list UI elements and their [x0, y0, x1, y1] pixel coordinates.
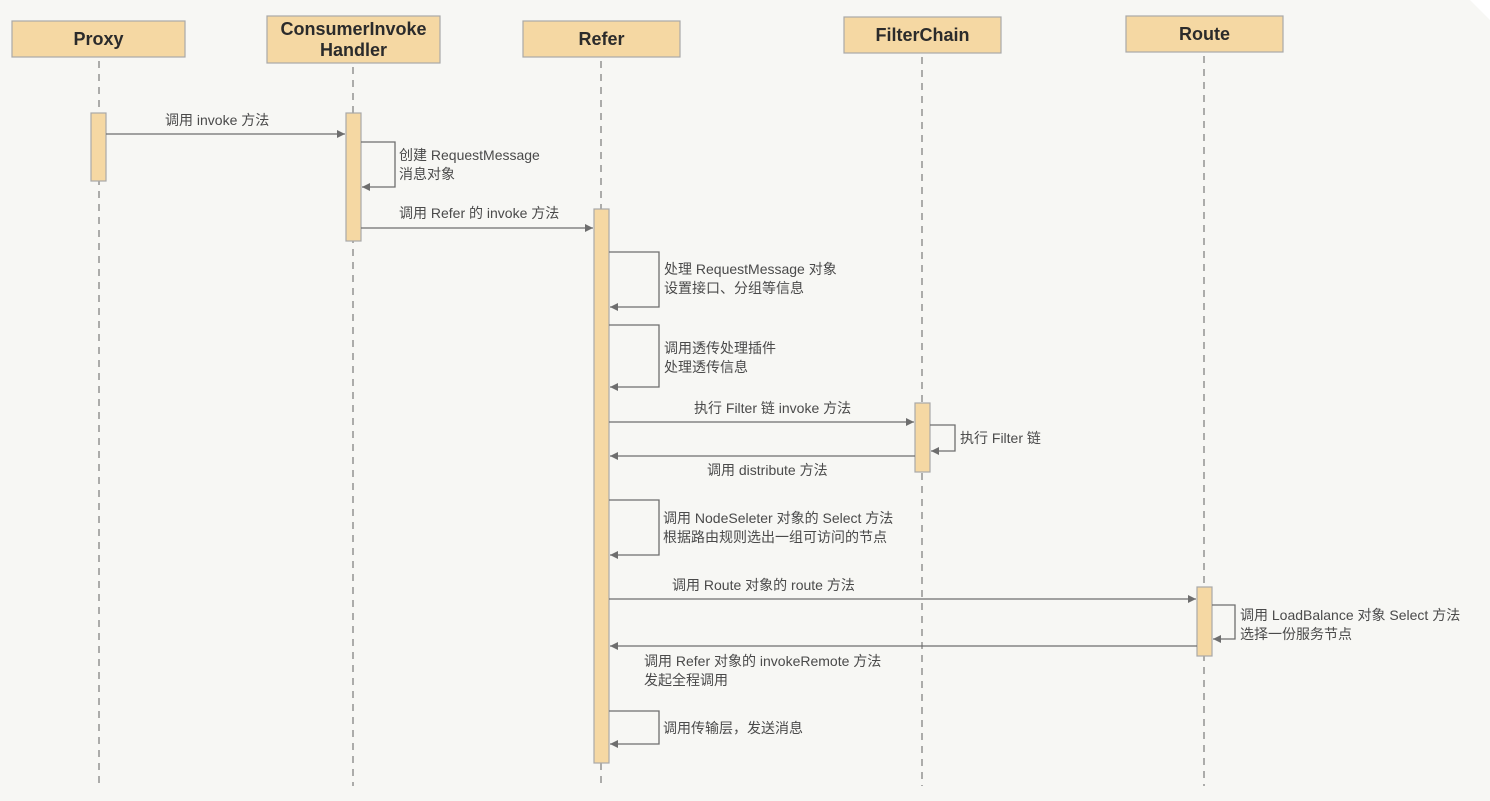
message-label: 设置接口、分组等信息	[664, 280, 804, 296]
participant-proxy: Proxy	[11, 20, 186, 58]
activation-bars	[90, 112, 1213, 764]
participant-label: ConsumerInvoke	[280, 19, 426, 39]
message-10-call: 调用 Route 对象的 route 方法	[609, 577, 1196, 603]
participant-box	[11, 20, 186, 58]
message-2-self: 创建 RequestMessage 消息对象	[361, 141, 540, 191]
self-call-arrow	[609, 710, 660, 748]
participant-box	[843, 16, 1002, 54]
participant-refer: Refer	[522, 20, 681, 58]
message-label: 调用 distribute 方法	[707, 462, 828, 478]
self-call-arrow	[609, 499, 660, 559]
message-13-self: 调用传输层，发送消息	[609, 710, 803, 748]
page-corner	[1470, 0, 1490, 20]
message-label: 执行 Filter 链 invoke 方法	[694, 400, 851, 416]
message-8-return: 调用 distribute 方法	[610, 452, 915, 478]
participant-box	[522, 20, 681, 58]
message-label: 调用 NodeSeleter 对象的 Select 方法	[663, 510, 893, 526]
message-6-call: 执行 Filter 链 invoke 方法	[609, 400, 914, 426]
activation-bar-filterchain	[914, 402, 931, 473]
message-3-call: 调用 Refer 的 invoke 方法	[361, 205, 593, 232]
message-label: 创建 RequestMessage	[399, 147, 540, 163]
activation-bar-refer	[593, 208, 610, 764]
message-label: 执行 Filter 链	[960, 430, 1041, 446]
participant-label: FilterChain	[875, 25, 969, 45]
message-label: 消息对象	[399, 166, 455, 182]
self-call-arrow	[930, 424, 956, 455]
activation-bar-handler	[345, 112, 362, 242]
message-7-self: 执行 Filter 链	[930, 424, 1041, 455]
participant-box	[266, 15, 441, 64]
participant-route: Route	[1125, 15, 1284, 53]
participant-label: Handler	[320, 40, 387, 60]
participant-filterchain: FilterChain	[843, 16, 1002, 54]
message-label: 调用传输层，发送消息	[663, 720, 803, 736]
message-label: 根据路由规则选出一组可访问的节点	[663, 529, 887, 545]
message-1-call: 调用 invoke 方法	[106, 112, 345, 138]
message-label: 调用 Refer 的 invoke 方法	[399, 205, 559, 221]
participant-label: Refer	[578, 29, 624, 49]
self-call-arrow	[609, 251, 660, 311]
message-9-self: 调用 NodeSeleter 对象的 Select 方法根据路由规则选出一组可访…	[609, 499, 893, 559]
participant-box	[1125, 15, 1284, 53]
message-label: 调用 LoadBalance 对象 Select 方法	[1240, 607, 1460, 623]
message-label: 调用 Route 对象的 route 方法	[672, 577, 855, 593]
self-call-arrow	[361, 141, 396, 191]
participant-label: Proxy	[73, 29, 123, 49]
message-label: 调用 Refer 对象的 invokeRemote 方法	[644, 653, 881, 669]
message-label: 调用 invoke 方法	[165, 112, 269, 128]
message-label: 处理透传信息	[664, 359, 748, 375]
message-label: 调用透传处理插件	[664, 340, 776, 356]
message-label: 处理 RequestMessage 对象	[664, 261, 837, 277]
self-call-arrow	[1212, 604, 1236, 643]
self-call-arrow	[609, 324, 660, 391]
activation-bar-proxy	[90, 112, 107, 182]
message-label: 发起全程调用	[644, 672, 728, 688]
message-label: 选择一份服务节点	[1240, 626, 1352, 642]
participant-label: Route	[1179, 24, 1230, 44]
activation-bar-route	[1196, 586, 1213, 657]
